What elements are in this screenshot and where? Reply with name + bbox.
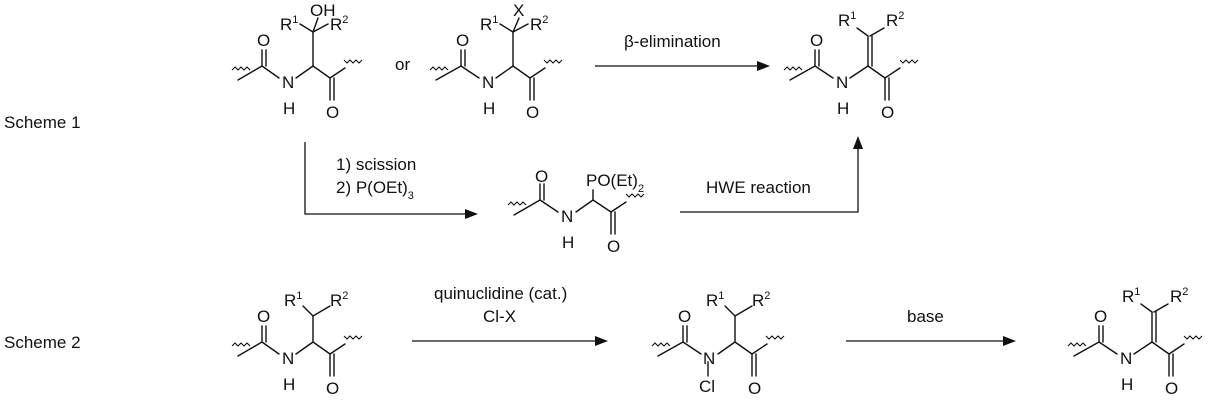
- atom-h: H: [837, 99, 849, 118]
- atom-h: H: [562, 233, 574, 252]
- atom-o-ketone: O: [526, 103, 539, 122]
- molecule-dehydro-product-2: O N H R1 R2 O: [1067, 286, 1203, 398]
- atom-r1: R1: [838, 10, 856, 30]
- atom-h: H: [283, 375, 295, 394]
- chlorination-arrowhead: [595, 336, 608, 346]
- molecule-starting-residue: O N H R1 R2 O: [231, 290, 363, 398]
- atom-x: X: [513, 1, 524, 20]
- catalyst-label: quinuclidine (cat.): [434, 284, 567, 303]
- hwe-arrowhead: [853, 136, 863, 149]
- elimination-arrowhead: [757, 61, 770, 71]
- scheme-2-label: Scheme 2: [4, 333, 81, 352]
- atom-o-ketone: O: [1165, 379, 1178, 398]
- molecule-dehydro-product-1: O N H R1 R2 O: [783, 10, 919, 122]
- atom-r2: R2: [752, 290, 770, 310]
- atom-r1: R1: [480, 14, 498, 34]
- atom-h: H: [283, 99, 295, 118]
- or-text: or: [395, 55, 410, 74]
- reagent-label: Cl-X: [483, 307, 516, 326]
- atom-n: N: [703, 349, 715, 368]
- atom-r2: R2: [330, 290, 348, 310]
- scheme-1-label: Scheme 1: [4, 113, 81, 132]
- molecule-hydroxy-residue: O N H OH R1 R2 O: [231, 1, 363, 122]
- atom-r1: R1: [1122, 286, 1140, 306]
- scission-arrow: [304, 142, 468, 215]
- phosphonate-group: PO(Et)2: [586, 171, 644, 195]
- atom-o-ketone: O: [326, 379, 339, 398]
- atom-o-ketone: O: [748, 379, 761, 398]
- atom-r1: R1: [706, 290, 724, 310]
- atom-r1: R1: [280, 14, 298, 34]
- atom-o-ketone: O: [881, 103, 894, 122]
- atom-o-carbonyl: O: [1094, 307, 1107, 326]
- atom-r1: R1: [284, 290, 302, 310]
- base-arrowhead: [1003, 336, 1016, 346]
- scission-arrowhead: [465, 209, 478, 219]
- scission-step-label: 1) scission: [336, 155, 416, 174]
- molecule-phosphonate: O N H PO(Et)2 O: [507, 167, 645, 256]
- molecule-n-chloro: O N Cl R1 R2 O: [651, 290, 785, 398]
- base-label: base: [907, 307, 944, 326]
- atom-cl: Cl: [699, 377, 715, 396]
- atom-h: H: [483, 99, 495, 118]
- atom-o-carbonyl: O: [257, 307, 270, 326]
- atom-n: N: [836, 73, 848, 92]
- atom-o-carbonyl: O: [257, 31, 270, 50]
- hwe-label: HWE reaction: [706, 178, 811, 197]
- atom-o-carbonyl: O: [678, 307, 691, 326]
- phosphite-step-label: 2) P(OEt)3: [336, 178, 414, 202]
- atom-n: N: [282, 349, 294, 368]
- atom-h: H: [1121, 375, 1133, 394]
- atom-n: N: [561, 207, 573, 226]
- atom-n: N: [482, 73, 494, 92]
- atom-r2: R2: [530, 14, 548, 34]
- atom-r2: R2: [330, 14, 348, 34]
- molecule-x-residue: O N H X R1 R2 O: [429, 1, 563, 122]
- atom-o-carbonyl: O: [535, 167, 548, 186]
- atom-o-ketone: O: [607, 237, 620, 256]
- atom-r2: R2: [1170, 286, 1188, 306]
- atom-o-carbonyl: O: [810, 31, 823, 50]
- atom-o-carbonyl: O: [456, 31, 469, 50]
- atom-o-ketone: O: [326, 103, 339, 122]
- atom-r2: R2: [886, 10, 904, 30]
- atom-oh: OH: [310, 1, 336, 20]
- atom-n: N: [282, 73, 294, 92]
- atom-n: N: [1120, 349, 1132, 368]
- elimination-label: β-elimination: [624, 32, 721, 51]
- hwe-arrow: [680, 146, 859, 213]
